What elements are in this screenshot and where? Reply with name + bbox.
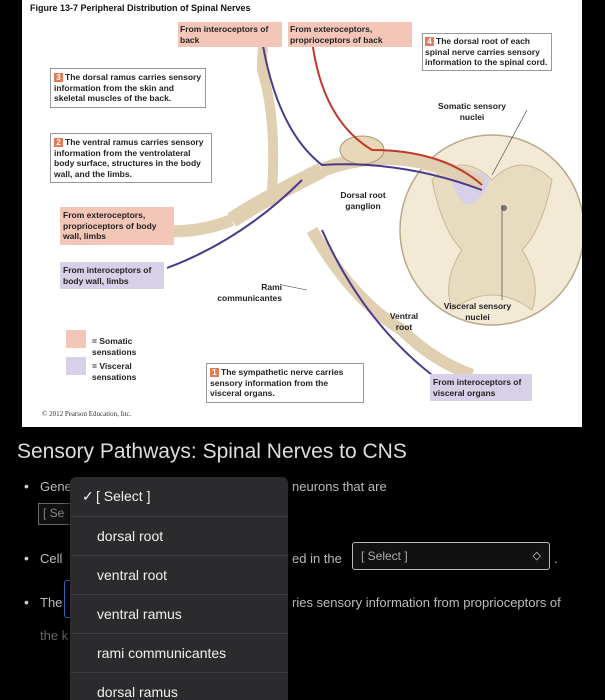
question-3-line2: the k [40, 628, 69, 643]
question-2-select-value: [ Select ] [361, 549, 408, 563]
bullet-3: • [24, 594, 29, 610]
visceral-pathway-line [261, 39, 483, 191]
question-2-end: ed in the [292, 551, 342, 566]
label-rami-communicantes: Rami communicantes [217, 282, 282, 303]
legend-somatic-swatch [66, 330, 86, 348]
legend-somatic-text: Somatic sensations [92, 336, 137, 357]
spinal-nerve-diagram [120, 27, 582, 381]
visceral-organs-pathway-line [321, 229, 433, 376]
legend-visceral-swatch [66, 357, 86, 375]
dropdown-option-rami-communicantes[interactable]: rami communicantes [70, 633, 288, 671]
dropdown-option-ventral-ramus[interactable]: ventral ramus [70, 594, 288, 632]
label-dorsal-root-ganglion: Dorsal root ganglion [340, 190, 386, 211]
dropdown-menu: ✓[ Select ] dorsal root ventral root ven… [70, 477, 288, 700]
spinal-nerve-trunk [227, 162, 326, 227]
leader-line [281, 284, 308, 291]
question-1-start: Gene [40, 479, 72, 494]
label-from-exteroceptors-back: From exteroceptors, proprioceptors of ba… [288, 22, 412, 47]
callout-ventral-ramus-text: The ventral ramus carries sensory inform… [54, 137, 204, 179]
legend-visceral-label: = Visceral sensations [92, 361, 137, 382]
figure-panel: Figure 13-7 Peripheral Distribution of S… [22, 0, 582, 427]
legend-visceral-text: Visceral sensations [92, 361, 137, 382]
question-3-select[interactable] [64, 580, 73, 618]
body-wall-pathway-line [166, 179, 303, 269]
bullet-1: • [24, 478, 29, 494]
central-canal [501, 205, 507, 211]
label-somatic-nuclei: Somatic sensory nuclei [437, 101, 507, 122]
dropdown-option-dorsal-root[interactable]: dorsal root [70, 516, 288, 554]
question-1-select[interactable]: [ Se [38, 503, 74, 525]
dropdown-option-dorsal-ramus[interactable]: dorsal ramus [70, 672, 288, 700]
question-2-start: Cell [40, 551, 63, 566]
label-visceral-nuclei: Visceral sensory nuclei [443, 301, 512, 322]
step-2-badge: 2 [54, 138, 63, 147]
label-from-exteroceptors-body-wall: From exteroceptors, proprioceptors of bo… [60, 207, 174, 245]
question-3-start: The [40, 595, 63, 610]
callout-dorsal-ramus-text: The dorsal ramus carries sensory informa… [54, 72, 202, 103]
step-1-badge: 1 [210, 368, 219, 377]
gray-matter [431, 164, 553, 311]
callout-sympathetic-text: The sympathetic nerve carries sensory in… [210, 367, 344, 398]
checkmark-icon: ✓ [82, 488, 94, 504]
bullet-2: • [24, 550, 29, 566]
question-1-end: neurons that are [292, 479, 387, 494]
dropdown-option-ventral-root[interactable]: ventral root [70, 555, 288, 593]
sympathetic-nerve [306, 227, 475, 381]
figure-title: Figure 13-7 Peripheral Distribution of S… [30, 3, 251, 13]
chevron-updown-icon: ◇ [532, 550, 541, 562]
question-2-select[interactable]: [ Select ] ◇ [352, 542, 550, 570]
legend-somatic-label: = Somatic sensations [92, 336, 137, 357]
label-from-interoceptors-visceral: From interoceptors of visceral organs [430, 374, 532, 401]
question-3-end: ries sensory information from propriocep… [292, 595, 561, 610]
step-4-badge: 4 [425, 37, 434, 46]
step-3-badge: 3 [54, 73, 63, 82]
copyright-text: © 2012 Pearson Education, Inc. [42, 410, 132, 418]
dropdown-option-select[interactable]: ✓[ Select ] [70, 477, 288, 515]
label-ventral-root: Ventral root [389, 311, 419, 332]
leader-line [491, 109, 528, 176]
somatic-pathway-line [311, 39, 483, 186]
section-heading: Sensory Pathways: Spinal Nerves to CNS [17, 440, 407, 463]
label-from-interoceptors-body-wall: From interoceptors of body wall, limbs [60, 262, 164, 289]
question-2-period: . [554, 551, 558, 566]
dropdown-option-label: [ Select ] [96, 488, 151, 504]
label-from-interoceptors-back: From interoceptors of back [178, 22, 282, 47]
callout-dorsal-root-text: The dorsal root of each spinal nerve car… [425, 36, 548, 67]
